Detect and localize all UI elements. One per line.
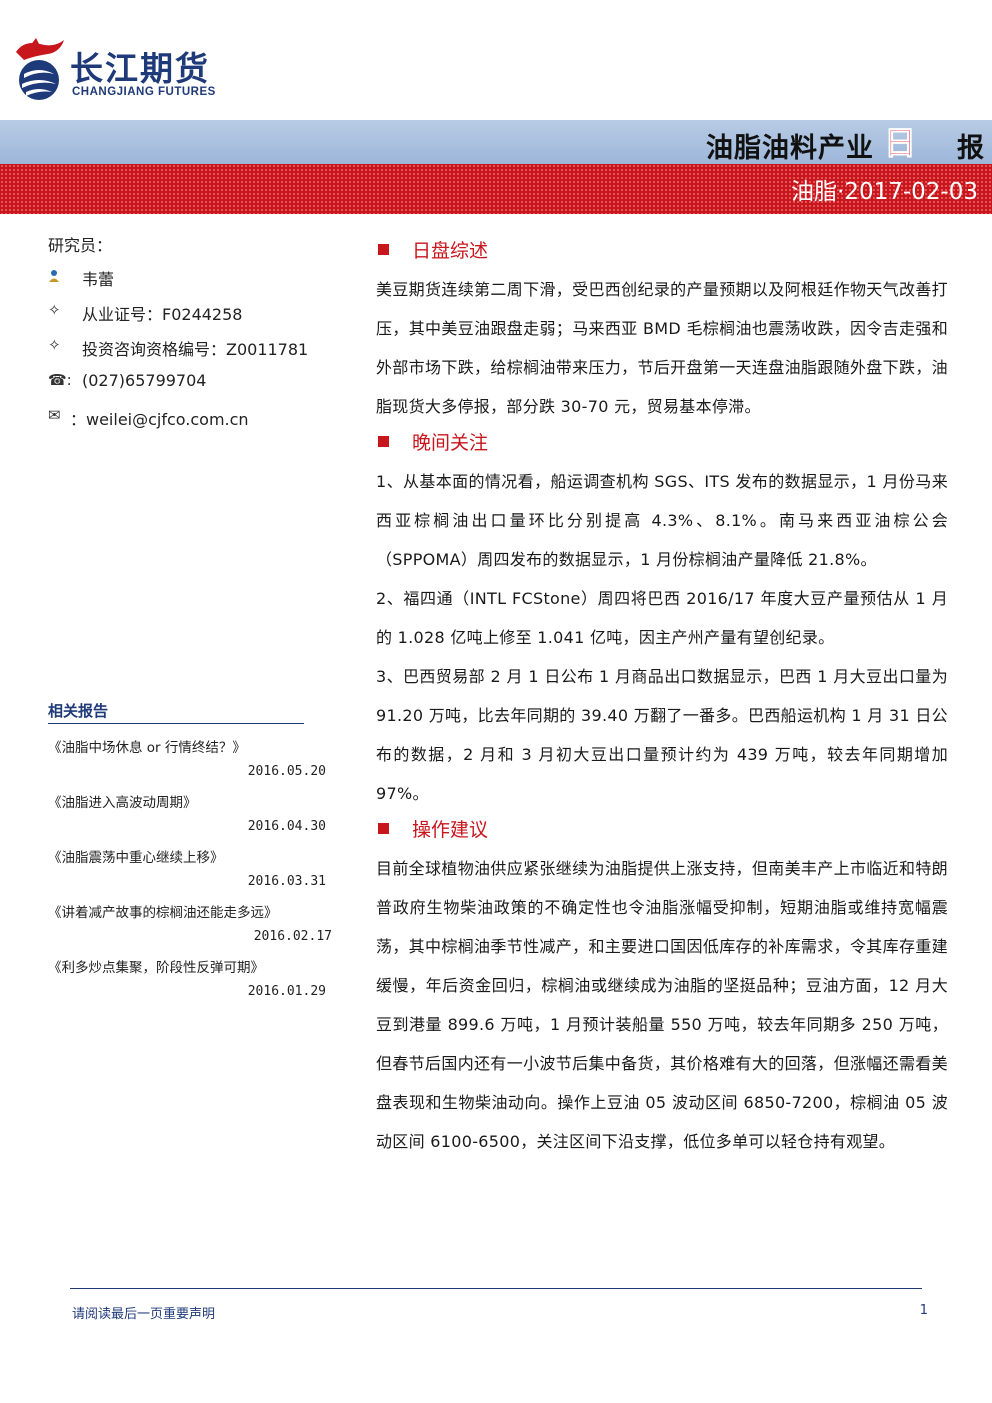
related-reports-title: 相关报告 <box>48 700 304 724</box>
section-heading-advice: 操作建议 <box>376 815 948 845</box>
license-number: 从业证号：F0244258 <box>82 305 243 324</box>
researcher-name-row: 韦蕾 <box>48 266 338 301</box>
logo-english-text: CHANGJIANG FUTURES <box>72 86 216 98</box>
section-title: 日盘综述 <box>412 240 489 262</box>
logo-chinese-text: 长江期货 <box>70 49 210 88</box>
main-content: 日盘综述 美豆期货连续第二周下滑，受巴西创纪录的产量预期以及阿根廷作物天气改善打… <box>376 236 948 1161</box>
section-bullet-icon <box>378 823 389 834</box>
related-report-date: 2016.01.29 <box>247 984 326 999</box>
envelope-icon: ✉ <box>48 406 61 424</box>
phone-number: (027)65799704 <box>82 371 207 390</box>
footer-divider <box>70 1288 922 1289</box>
report-ri-text: 日 <box>884 124 916 160</box>
diamond-icon: ✧ <box>48 336 61 354</box>
section-bullet-icon <box>378 244 389 255</box>
related-report-title: 《利多炒点集聚，阶段性反弹可期》 <box>48 960 264 976</box>
section-title: 晚间关注 <box>412 432 489 454</box>
advice-paragraph: 目前全球植物油供应紧张继续为油脂提供上涨支持，但南美丰产上市临近和特朗普政府生物… <box>376 859 948 1151</box>
page-number: 1 <box>919 1303 928 1318</box>
section-title: 操作建议 <box>412 819 489 841</box>
company-logo: 长江期货 CHANGJIANG FUTURES <box>10 38 250 106</box>
email-address[interactable]: ：weilei@cjfco.com.cn <box>70 410 249 429</box>
email-row: ✉ ：weilei@cjfco.com.cn <box>48 406 338 441</box>
report-date: 油脂·2017-02-03 <box>791 179 978 205</box>
researcher-title: 研究员： <box>48 236 113 255</box>
related-report-item[interactable]: 《油脂震荡中重心继续上移》 2016.03.31 <box>48 834 338 889</box>
related-report-title: 《油脂进入高波动周期》 <box>48 795 197 811</box>
related-report-title: 《油脂震荡中重心继续上移》 <box>48 850 224 866</box>
related-report-title: 《讲着减产故事的棕榈油还能走多远》 <box>48 905 278 921</box>
evening-item: 2、福四通（INTL FCStone）周四将巴西 2016/17 年度大豆产量预… <box>376 589 948 647</box>
related-report-title: 《油脂中场休息 or 行情终结？》 <box>48 740 246 756</box>
phone-row: ☎: (027)65799704 <box>48 371 338 406</box>
researcher-name: 韦蕾 <box>82 270 115 289</box>
section-bullet-icon <box>378 436 389 447</box>
diamond-icon: ✧ <box>48 301 61 319</box>
title-band <box>0 120 992 164</box>
related-report-item[interactable]: 《利多炒点集聚，阶段性反弹可期》 2016.01.29 <box>48 944 338 999</box>
section-heading-evening: 晚间关注 <box>376 428 948 458</box>
researcher-panel: 研究员： 韦蕾 ✧ 从业证号：F0244258 ✧ 投资咨询资格编号：Z0011… <box>48 232 338 441</box>
evening-item: 1、从基本面的情况看，船运调查机构 SGS、ITS 发布的数据显示，1 月份马来… <box>376 472 948 569</box>
license-row: ✧ 从业证号：F0244258 <box>48 301 338 336</box>
related-report-date: 2016.03.31 <box>247 874 326 889</box>
daily-summary-paragraph: 美豆期货连续第二周下滑，受巴西创纪录的产量预期以及阿根廷作物天气改善打压，其中美… <box>376 280 948 416</box>
advisor-license-number: 投资咨询资格编号：Z0011781 <box>82 340 309 359</box>
evening-item: 3、巴西贸易部 2 月 1 日公布 1 月商品出口数据显示，巴西 1 月大豆出口… <box>376 667 948 803</box>
related-report-date: 2016.04.30 <box>247 819 326 834</box>
report-ri-graphic: 日 <box>883 124 916 160</box>
related-report-item[interactable]: 《油脂中场休息 or 行情终结？》 2016.05.20 <box>48 724 338 779</box>
phone-icon: ☎: <box>48 371 72 389</box>
related-report-item[interactable]: 《讲着减产故事的棕榈油还能走多远》 2016.02.17 <box>48 889 338 944</box>
logo-mark-icon <box>16 38 64 100</box>
date-band <box>0 164 992 214</box>
advisor-license-row: ✧ 投资咨询资格编号：Z0011781 <box>48 336 338 371</box>
related-reports: 相关报告 《油脂中场休息 or 行情终结？》 2016.05.20 《油脂进入高… <box>48 700 338 999</box>
person-icon <box>48 266 70 287</box>
footer-disclaimer-note: 请阅读最后一页重要声明 <box>72 1307 216 1322</box>
related-report-date: 2016.05.20 <box>247 764 326 779</box>
report-title: 油脂油料产业 <box>706 133 874 164</box>
related-report-item[interactable]: 《油脂进入高波动周期》 2016.04.30 <box>48 779 338 834</box>
related-report-date: 2016.02.17 <box>253 929 332 944</box>
report-bao: 报 <box>957 133 984 164</box>
section-heading-daily: 日盘综述 <box>376 236 948 266</box>
